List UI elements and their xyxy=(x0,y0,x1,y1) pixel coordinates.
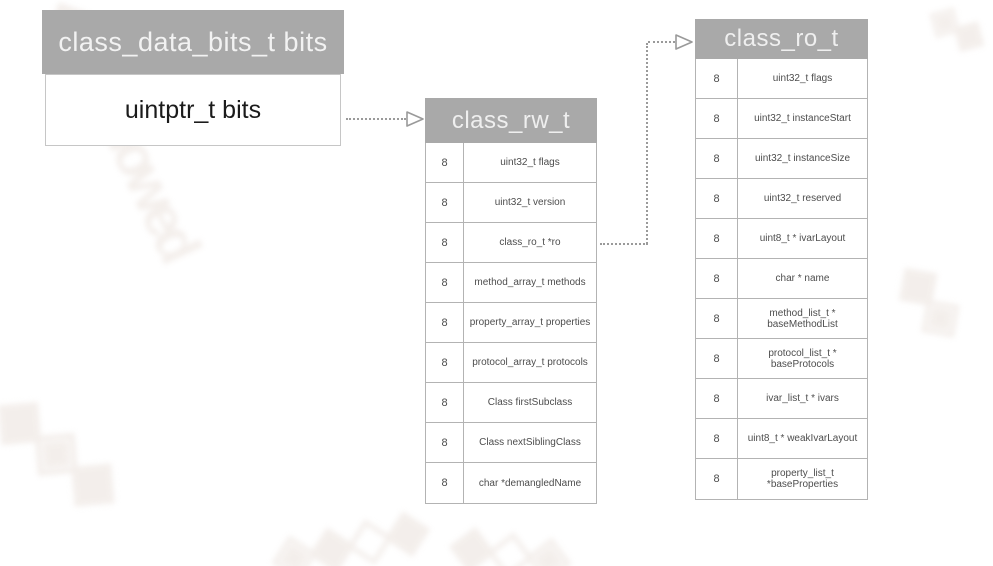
row-size-cell: 8 xyxy=(426,183,464,222)
row-field-cell: uint32_t instanceSize xyxy=(754,153,851,164)
table-row: 8 Class nextSiblingClass xyxy=(426,423,596,463)
table-row: 8 property_array_t properties xyxy=(426,303,596,343)
row-field-cell: Class nextSiblingClass xyxy=(479,437,581,448)
class-rw-t-title: class_rw_t xyxy=(451,106,571,134)
table-row: 8 uint32_t version xyxy=(426,183,596,223)
row-size-cell: 8 xyxy=(426,303,464,342)
row-field-cell: uint32_t instanceStart xyxy=(754,113,851,124)
bits-box-field: uintptr_t bits xyxy=(124,95,262,124)
row-size-cell: 8 xyxy=(696,179,738,218)
table-row: 8 uint32_t flags xyxy=(426,143,596,183)
class-ro-t-rows: 8 uint32_t flags 8 uint32_t instanceStar… xyxy=(695,59,868,500)
table-row: 8 char *demangledName xyxy=(426,463,596,503)
arrow-head-icon xyxy=(675,34,693,50)
table-row: 8 uint32_t flags xyxy=(696,59,867,99)
class-rw-t-table: class_rw_t 8 uint32_t flags 8 uint32_t v… xyxy=(425,98,597,504)
row-size-cell: 8 xyxy=(696,299,738,338)
row-size-cell: 8 xyxy=(426,463,464,503)
row-field-cell: protocol_list_t * baseProtocols xyxy=(768,347,837,370)
row-field-cell: uint32_t flags xyxy=(772,73,833,84)
row-field-cell: uint32_t reserved xyxy=(763,193,842,204)
row-size-cell: 8 xyxy=(426,263,464,302)
row-size-cell: 8 xyxy=(426,343,464,382)
table-row: 8 uint32_t instanceSize xyxy=(696,139,867,179)
row-field-cell: char * name xyxy=(775,273,830,284)
class-rw-t-header: class_rw_t xyxy=(425,98,597,143)
row-field-cell: uint32_t version xyxy=(494,197,566,208)
table-row: 8 char * name xyxy=(696,259,867,299)
bits-box-header: class_data_bits_t bits xyxy=(42,10,344,74)
watermark: ◈◆ xyxy=(919,0,993,61)
row-field-cell: method_list_t * baseMethodList xyxy=(767,307,838,330)
table-row: 8 uint8_t * weakIvarLayout xyxy=(696,419,867,459)
arrow-ro-line-vertical xyxy=(646,43,648,244)
row-size-cell: 8 xyxy=(696,419,738,458)
row-field-cell: uint8_t * ivarLayout xyxy=(759,233,846,244)
watermark: ◆◇◈ xyxy=(446,510,570,566)
row-field-cell: class_ro_t *ro xyxy=(499,237,561,248)
row-size-cell: 8 xyxy=(696,59,738,98)
watermark: ◆◈◆ xyxy=(0,372,138,524)
watermark: ◆◈ xyxy=(882,247,980,349)
row-field-cell: uint8_t * weakIvarLayout xyxy=(747,433,858,444)
row-field-cell: protocol_array_t protocols xyxy=(472,357,588,368)
arrow-head-icon xyxy=(406,111,424,127)
row-size-cell: 8 xyxy=(696,379,738,418)
table-row: 8 protocol_array_t protocols xyxy=(426,343,596,383)
watermark: ◈◆◇◆ xyxy=(264,494,430,566)
class-ro-t-header: class_ro_t xyxy=(695,19,868,59)
row-size-cell: 8 xyxy=(696,459,738,499)
row-size-cell: 8 xyxy=(696,259,738,298)
table-row: 8 method_array_t methods xyxy=(426,263,596,303)
row-field-cell: Class firstSubclass xyxy=(487,397,573,408)
class-ro-t-title: class_ro_t xyxy=(724,25,839,52)
bits-box-body: uintptr_t bits xyxy=(45,74,341,146)
table-row: 8 Class firstSubclass xyxy=(426,383,596,423)
row-field-cell: ivar_list_t * ivars xyxy=(766,393,839,404)
row-size-cell: 8 xyxy=(426,383,464,422)
row-size-cell: 8 xyxy=(696,99,738,138)
row-field-cell: char *demangledName xyxy=(478,477,582,489)
table-row: 8 ivar_list_t * ivars xyxy=(696,379,867,419)
row-field-cell: property_array_t properties xyxy=(469,317,591,328)
arrow-bits-to-rw-line xyxy=(346,118,406,120)
row-field-cell: property_list_t *baseProperties xyxy=(766,468,839,490)
class-rw-t-rows: 8 uint32_t flags 8 uint32_t version 8 cl… xyxy=(425,143,597,504)
row-size-cell: 8 xyxy=(696,219,738,258)
row-size-cell: 8 xyxy=(426,423,464,462)
table-row: 8 uint32_t instanceStart xyxy=(696,99,867,139)
row-field-cell: uint32_t flags xyxy=(500,157,560,168)
arrow-ro-line-top xyxy=(648,41,675,43)
class-ro-t-table: class_ro_t 8 uint32_t flags 8 uint32_t i… xyxy=(695,19,868,500)
arrow-ro-line-bottom xyxy=(600,243,648,245)
row-field-cell: method_array_t methods xyxy=(474,277,586,288)
row-size-cell: 8 xyxy=(696,139,738,178)
row-size-cell: 8 xyxy=(426,223,464,262)
table-row: 8 property_list_t *baseProperties xyxy=(696,459,867,499)
bits-box-title: class_data_bits_t bits xyxy=(58,26,328,57)
table-row: 8 method_list_t * baseMethodList xyxy=(696,299,867,339)
row-size-cell: 8 xyxy=(696,339,738,378)
table-row: 8 uint32_t reserved xyxy=(696,179,867,219)
table-row: 8 protocol_list_t * baseProtocols xyxy=(696,339,867,379)
table-row: 8 uint8_t * ivarLayout xyxy=(696,219,867,259)
row-size-cell: 8 xyxy=(426,143,464,182)
table-row: 8 class_ro_t *ro xyxy=(426,223,596,263)
